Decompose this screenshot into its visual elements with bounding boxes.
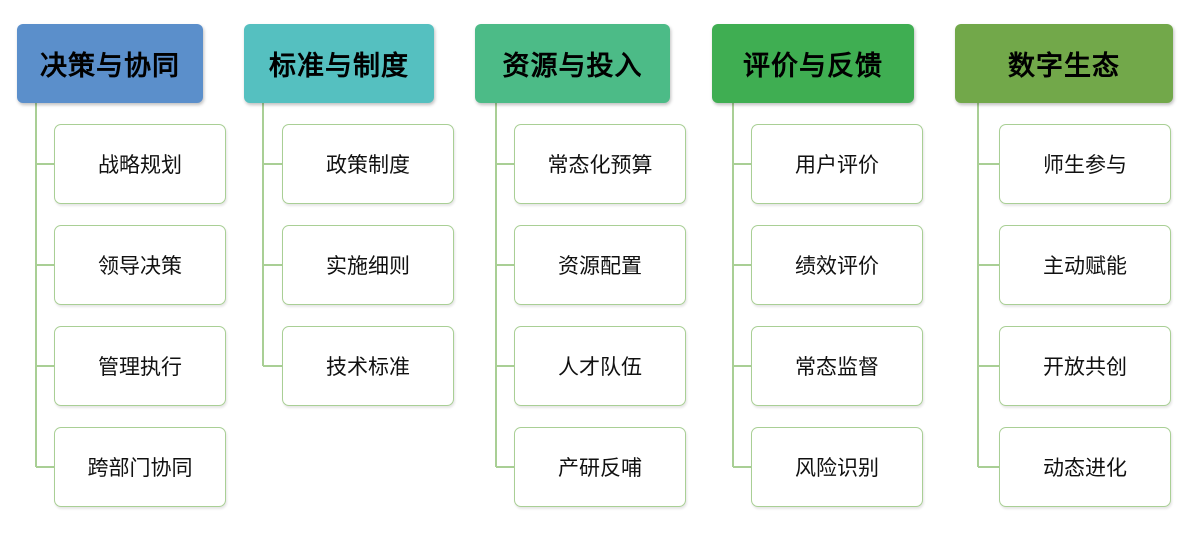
column-header: 数字生态 xyxy=(955,24,1173,103)
column-item: 产研反哺 xyxy=(514,427,686,507)
column-item: 人才队伍 xyxy=(514,326,686,406)
column-item: 绩效评价 xyxy=(751,225,923,305)
column-item: 跨部门协同 xyxy=(54,427,226,507)
column-item: 常态化预算 xyxy=(514,124,686,204)
column-header: 评价与反馈 xyxy=(712,24,914,103)
column-item: 动态进化 xyxy=(999,427,1171,507)
column-header: 标准与制度 xyxy=(244,24,434,103)
column-item: 技术标准 xyxy=(282,326,454,406)
column-item: 开放共创 xyxy=(999,326,1171,406)
column-item: 实施细则 xyxy=(282,225,454,305)
column-item: 师生参与 xyxy=(999,124,1171,204)
column-item: 常态监督 xyxy=(751,326,923,406)
column-item: 资源配置 xyxy=(514,225,686,305)
column-item: 领导决策 xyxy=(54,225,226,305)
column-item: 主动赋能 xyxy=(999,225,1171,305)
column-header: 决策与协同 xyxy=(17,24,203,103)
column-header: 资源与投入 xyxy=(475,24,670,103)
column-item: 风险识别 xyxy=(751,427,923,507)
column-item: 管理执行 xyxy=(54,326,226,406)
column-item: 用户评价 xyxy=(751,124,923,204)
column-item: 战略规划 xyxy=(54,124,226,204)
column-item: 政策制度 xyxy=(282,124,454,204)
